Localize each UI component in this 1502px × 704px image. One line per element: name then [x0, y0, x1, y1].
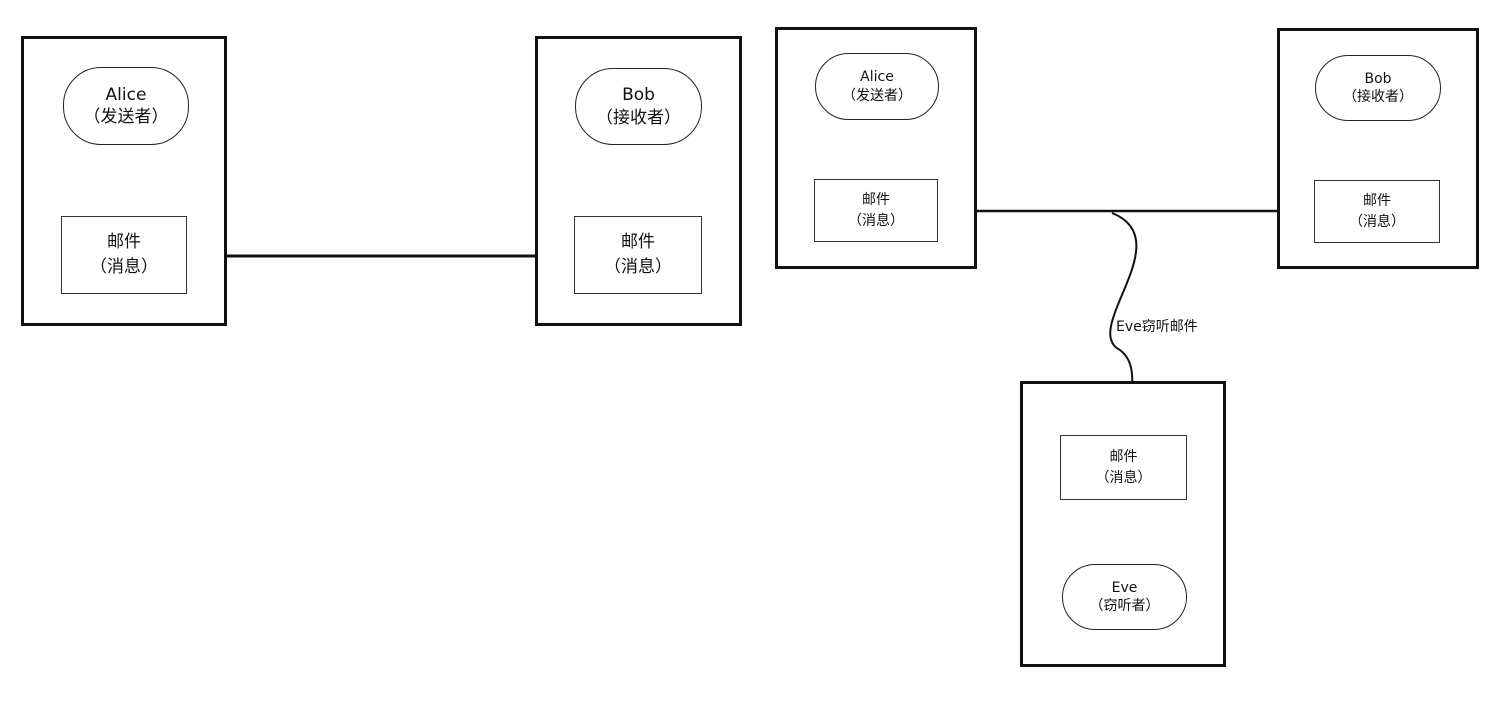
eve-role: （窃听者）: [1089, 598, 1160, 614]
mail-label: 邮件: [107, 231, 141, 252]
bob-role: （接收者）: [596, 107, 681, 128]
mail-sub: （消息）: [90, 257, 158, 277]
bob-role: （接收者）: [1343, 89, 1413, 105]
mail-label: 邮件: [1109, 448, 1138, 465]
eve-node: Eve （窃听者）: [1062, 564, 1187, 630]
mail-box-bob-left: 邮件 （消息）: [574, 216, 702, 294]
alice-name: Alice: [105, 84, 147, 105]
alice-name: Alice: [860, 69, 894, 86]
mail-label: 邮件: [862, 191, 890, 208]
alice-node-left: Alice （发送者）: [63, 67, 189, 145]
mail-sub: （消息）: [604, 257, 672, 277]
bob-node-right: Bob （接收者）: [1315, 55, 1441, 121]
mail-sub: （消息）: [1349, 213, 1405, 230]
alice-role: （发送者）: [83, 107, 169, 127]
mail-box-bob-right: 邮件 （消息）: [1314, 180, 1440, 243]
bob-node-left: Bob （接收者）: [575, 68, 702, 145]
mail-label: 邮件: [1363, 192, 1391, 209]
bob-name: Bob: [1364, 70, 1392, 87]
eavesdrop-label: Eve窃听邮件: [1116, 319, 1198, 335]
mail-sub: （消息）: [848, 212, 904, 229]
alice-role: （发送者）: [842, 87, 912, 104]
mail-box-eve: 邮件 （消息）: [1060, 435, 1187, 500]
mail-box-alice-left: 邮件 （消息）: [61, 216, 187, 294]
mail-label: 邮件: [621, 231, 655, 252]
alice-node-right: Alice （发送者）: [815, 53, 939, 120]
eve-name: Eve: [1111, 579, 1138, 596]
mail-sub: （消息）: [1095, 469, 1152, 486]
bob-name: Bob: [622, 85, 655, 106]
mail-box-alice-right: 邮件 （消息）: [814, 179, 938, 242]
